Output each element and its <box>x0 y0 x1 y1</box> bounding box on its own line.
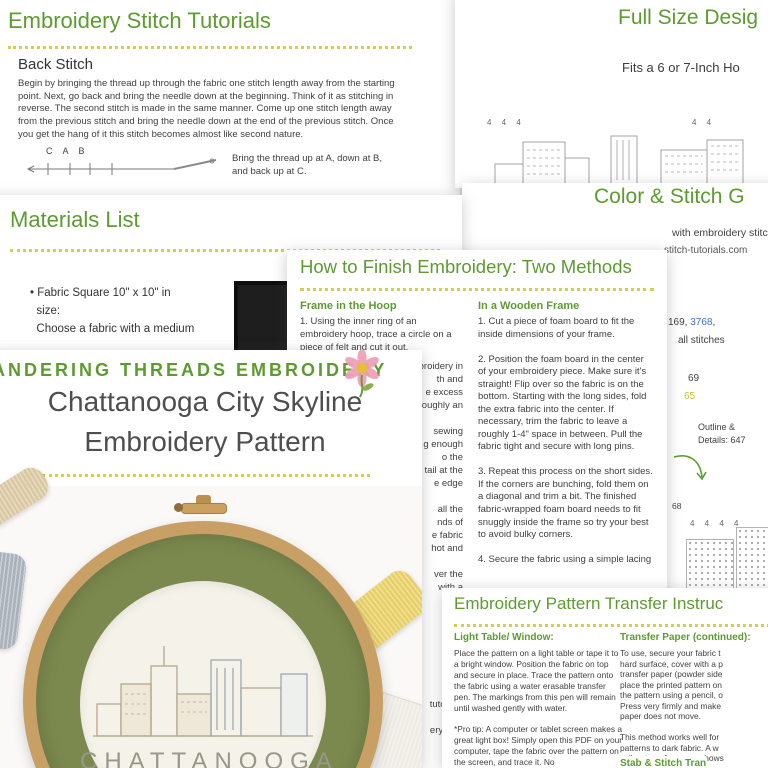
dotted-divider <box>42 474 370 477</box>
hoop-photo: CHATTANOOGA <box>0 462 422 768</box>
embroidered-city-name: CHATTANOOGA <box>80 748 339 768</box>
wooden-frame-heading: In a Wooden Frame <box>478 300 580 312</box>
frame-in-hoop-text: 1. Using the inner ring of an embroidery… <box>300 316 452 353</box>
floss-number: 69 <box>688 373 700 384</box>
page-transfer-instructions: Embroidery Pattern Transfer Instruc Ligh… <box>442 588 768 768</box>
flower-icon <box>345 350 379 398</box>
finish-title: How to Finish Embroidery: Two Methods <box>300 256 632 277</box>
transfer-paper-heading: Transfer Paper (continued): <box>620 632 751 643</box>
light-table-heading: Light Table/ Window: <box>454 632 554 643</box>
curved-arrow-icon <box>673 455 707 481</box>
dotted-divider <box>8 46 412 49</box>
floss-numbers: 4 4 <box>692 118 716 127</box>
materials-bullet-list: • Fabric Square 10" x 10" in size: Choos… <box>30 287 195 335</box>
skyline-pattern-drawing <box>465 135 768 185</box>
floss-bundle-gray <box>0 549 28 651</box>
pattern-title-line2: Embroidery Pattern <box>84 426 326 457</box>
floss-numbers: 4 4 4 <box>487 118 525 127</box>
floss-number: 68 <box>672 501 682 511</box>
dotted-divider <box>300 288 654 291</box>
color-guide-question: with embroidery stitches? <box>672 227 768 239</box>
floss-number-blue: 3768 <box>690 317 713 328</box>
light-table-text: Place the pattern on a light table or ta… <box>454 648 623 768</box>
stitched-skyline <box>93 646 313 737</box>
frame-in-hoop-heading: Frame in the Hoop <box>300 300 397 312</box>
page-cover: ANDERING THREADS EMBROIDERY Chattanooga … <box>0 350 422 768</box>
backstitch-diagram-labels: C A B <box>46 146 89 156</box>
back-stitch-body: Begin by bringing the thread up through … <box>18 78 395 140</box>
brand-name: ANDERING THREADS EMBROIDERY <box>0 360 388 380</box>
floss-number-yellow: 65 <box>684 391 696 402</box>
backstitch-diagram <box>26 158 217 175</box>
full-size-subtitle: Fits a 6 or 7-Inch Ho <box>622 60 740 75</box>
dotted-divider <box>10 249 440 252</box>
transfer-paper-text: To use, secure your fabric t hard surfac… <box>620 648 724 763</box>
floss-color-line: 169, 3768, <box>668 317 716 328</box>
all-stitches-label: all stitches <box>678 335 725 346</box>
page-full-size-design: Full Size Desig Fits a 6 or 7-Inch Ho 4 … <box>455 0 768 188</box>
outline-details-label: Outline & Details: 647 <box>698 422 746 446</box>
floss-number-row: 4 4 4 4 <box>690 519 743 528</box>
floss-number: 169, <box>668 317 691 328</box>
pattern-title-line1: Chattanooga City Skyline <box>47 386 363 417</box>
floss-bundle-tan <box>0 462 54 532</box>
stab-stitch-heading: Stab & Stitch Tran <box>620 756 707 768</box>
dotted-divider <box>454 624 768 627</box>
diagram-caption: Bring the thread up at A, down at B, and… <box>232 153 382 178</box>
stitch-tutorials-title: Embroidery Stitch Tutorials <box>8 8 271 33</box>
website-url: stitch-tutorials.com <box>664 245 748 256</box>
back-stitch-heading: Back Stitch <box>18 56 94 73</box>
materials-title: Materials List <box>10 207 140 232</box>
color-guide-title: Color & Stitch G <box>594 185 745 208</box>
wooden-frame-text: 1. Cut a piece of foam board to fit the … <box>478 316 653 566</box>
hoop-screw-hardware <box>174 492 227 522</box>
transfer-title: Embroidery Pattern Transfer Instruc <box>454 594 724 613</box>
full-size-title: Full Size Desig <box>618 6 759 29</box>
